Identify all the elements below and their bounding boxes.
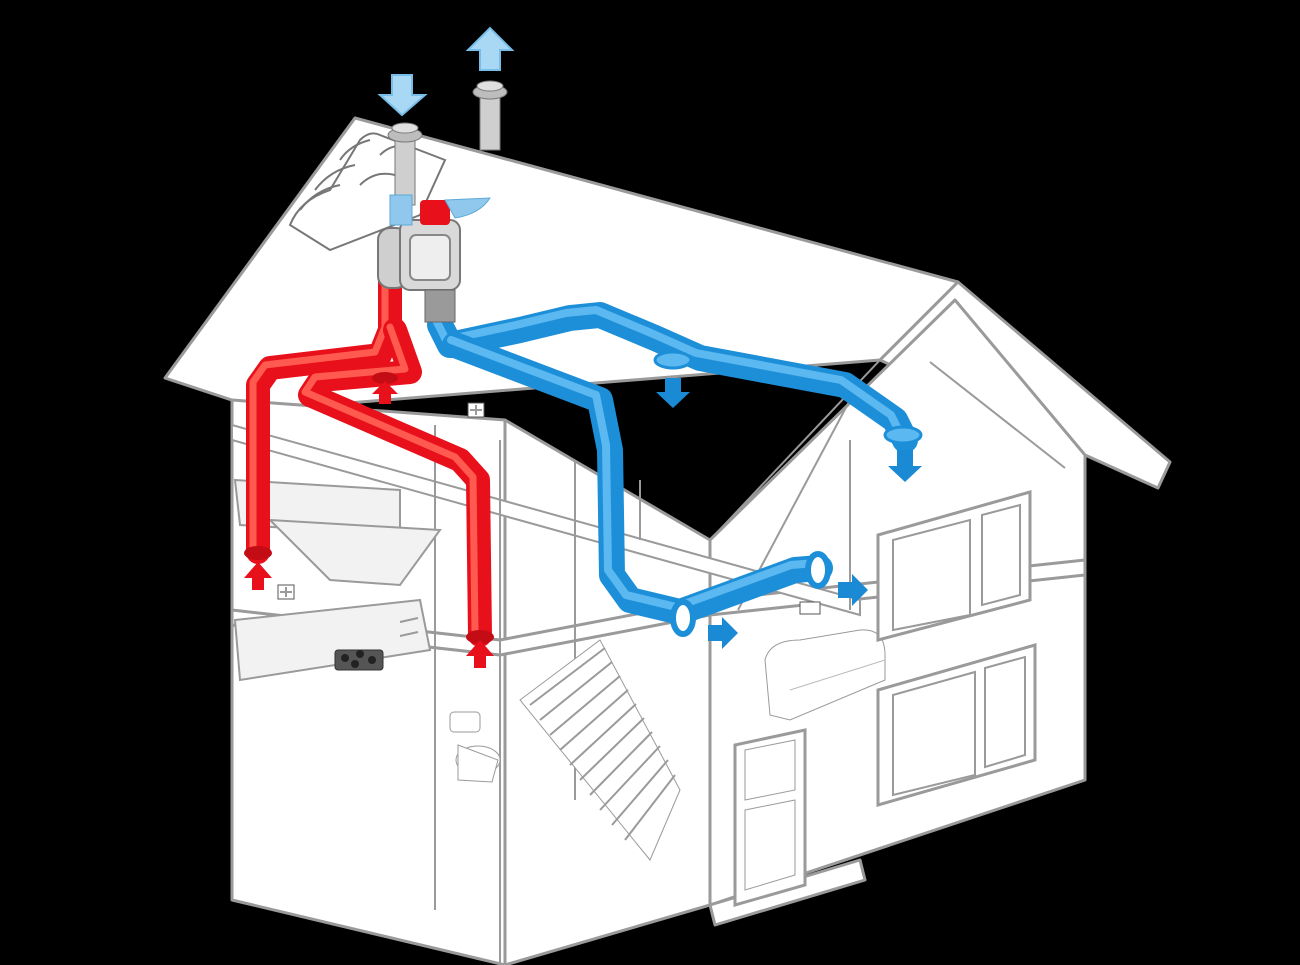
supply-air-arrow-icon [656,378,690,408]
light-switch-icon [800,602,820,614]
extract-grille [244,546,272,560]
light-switch-icon [468,403,484,417]
exhaust-stack [473,81,507,150]
supply-diffuser [808,554,828,586]
fresh-air-intake-arrow-icon [380,75,425,115]
cooktop-icon [335,650,383,670]
door-icon [735,730,805,905]
exhaust-air-outlet-arrow-icon [468,28,512,70]
light-switch-icon [278,585,294,599]
supply-diffuser [885,427,921,443]
supply-diffuser [655,352,691,368]
supply-diffuser [673,602,693,634]
